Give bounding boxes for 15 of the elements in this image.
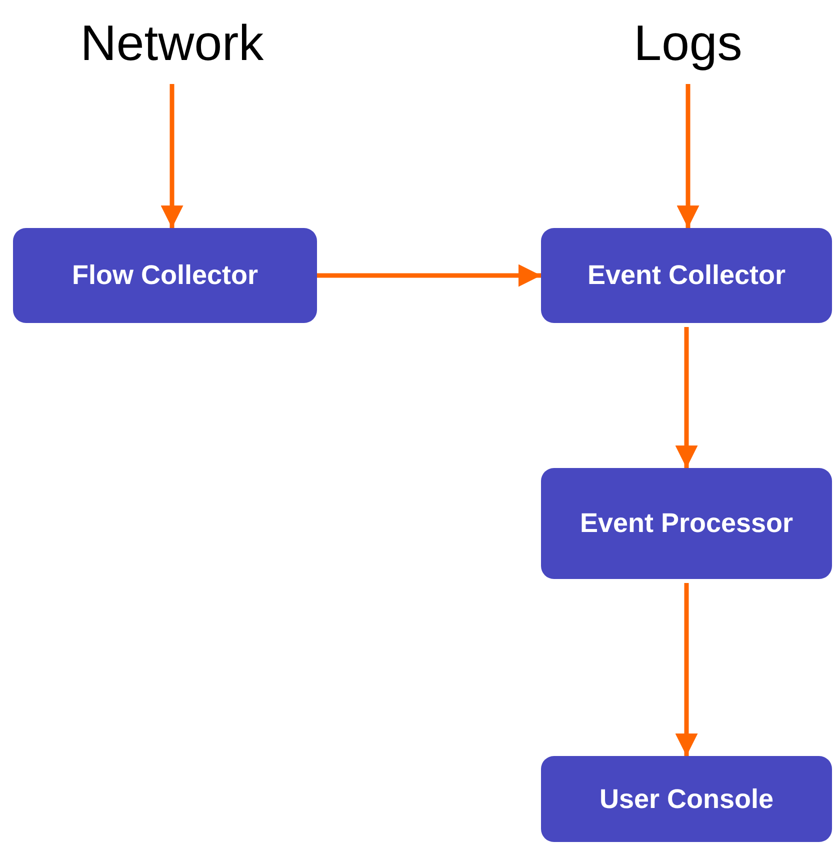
process-box [541, 468, 832, 579]
process-box [541, 756, 832, 842]
box-label: Flow Collector [72, 260, 258, 291]
arrow [317, 264, 541, 287]
box-label: Event Processor [580, 508, 794, 539]
arrow [676, 84, 700, 228]
arrow [675, 327, 698, 468]
source-label: Network [80, 14, 264, 72]
box-label: User Console [599, 784, 774, 814]
process-box [541, 228, 832, 323]
arrow [675, 583, 698, 756]
box-label: Event Collector [587, 260, 786, 291]
process-box [13, 228, 317, 323]
source-label: Logs [634, 14, 742, 72]
arrow [160, 84, 184, 228]
